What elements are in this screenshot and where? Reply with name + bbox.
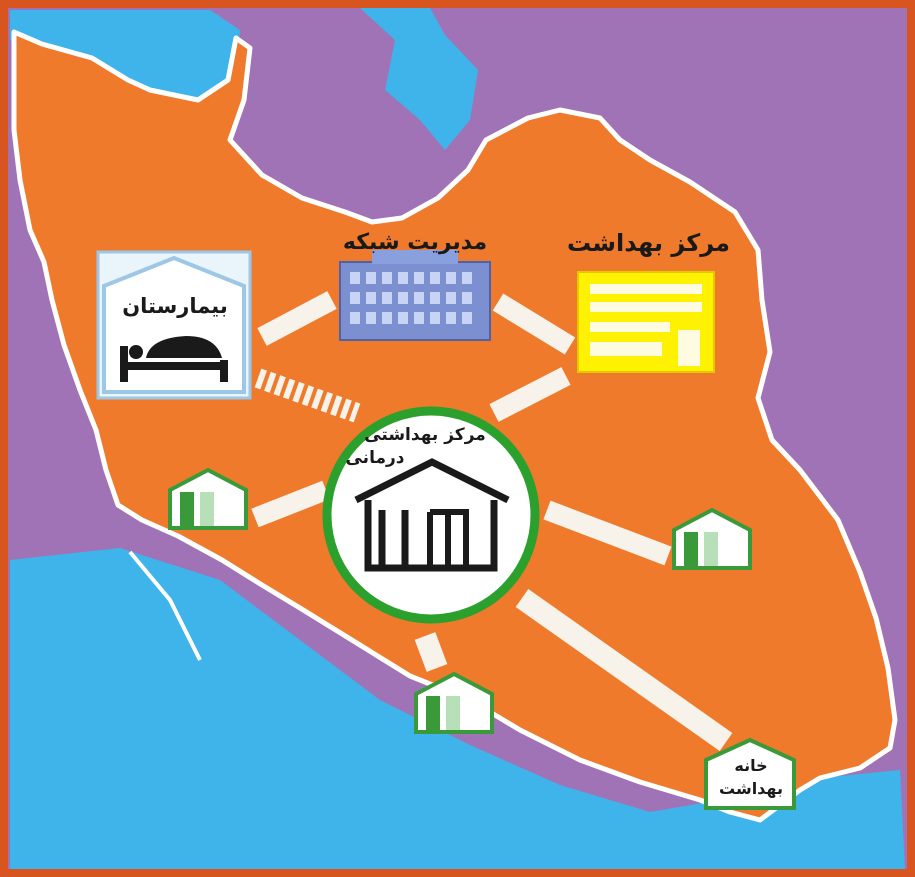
hospital-icon — [96, 250, 252, 400]
link-hospital-center — [254, 368, 361, 423]
small-house-icon — [414, 671, 494, 734]
coast-line — [128, 550, 202, 661]
health-house-label-line1: خانه — [734, 756, 768, 775]
hospital-bed-icon — [120, 336, 228, 382]
persian-gulf — [10, 548, 800, 870]
northwest-sea — [10, 10, 240, 98]
small-house-icon — [672, 507, 752, 570]
house-icon — [354, 458, 510, 572]
caspian-sea — [208, 8, 478, 150]
small-house-icon — [704, 737, 796, 810]
hospital-label: بیمارستان — [122, 294, 228, 318]
small-house-icon — [168, 467, 248, 530]
health-center-label: مرکز بهداشت — [567, 229, 730, 257]
link-healthcenter-center — [489, 367, 571, 422]
health-treatment-center-label-line1: مرکز بهداشتی — [364, 425, 486, 445]
link-hospital-network — [257, 291, 337, 346]
network-management-label: مدیریت شبکه — [342, 230, 488, 255]
office-building-icon — [339, 250, 491, 341]
connectors — [251, 291, 733, 751]
health-treatment-center-label-line2: درمانی — [345, 448, 405, 468]
link-center-house-east — [543, 500, 672, 566]
link-network-healthcenter — [492, 293, 576, 355]
health-house-label-line2: بهداشت — [719, 779, 783, 798]
health-treatment-center-icon — [322, 406, 540, 624]
yellow-building-icon — [577, 271, 715, 373]
oman-sea — [690, 770, 905, 870]
link-center-house-southeast — [515, 589, 733, 751]
link-center-house-south — [414, 632, 448, 672]
link-center-house-west — [251, 480, 330, 528]
